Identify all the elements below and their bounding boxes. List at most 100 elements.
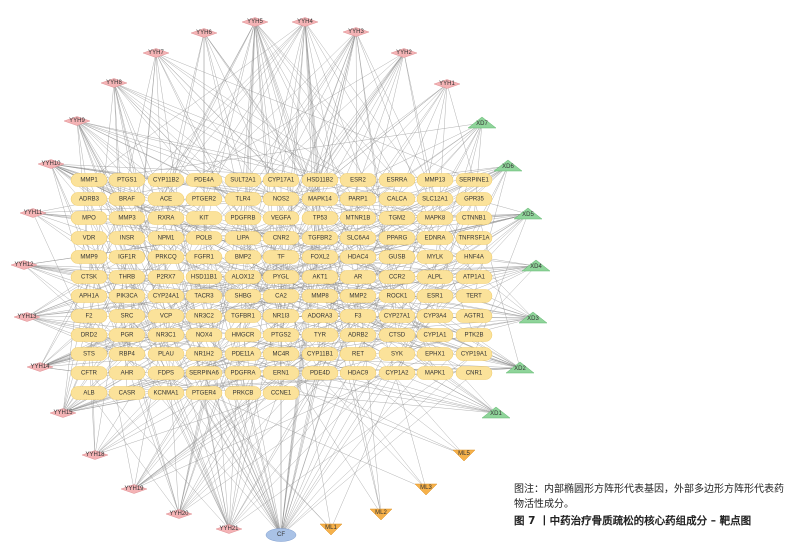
gene-node-ctsd[interactable]: CTSD	[378, 328, 416, 342]
gene-node-lipa[interactable]: LIPA	[224, 231, 262, 245]
gene-node-hnf4a[interactable]: HNF4A	[455, 250, 493, 264]
gene-node-ephx1[interactable]: EPHX1	[416, 347, 454, 361]
gene-node-rbp4[interactable]: RBP4	[108, 347, 146, 361]
gene-node-kcnma1[interactable]: KCNMA1	[147, 386, 185, 400]
gene-node-foxl2[interactable]: FOXL2	[301, 250, 339, 264]
gene-node-adora3[interactable]: ADORA3	[301, 309, 339, 323]
gene-node-alpl[interactable]: ALPL	[416, 270, 454, 284]
gene-node-src[interactable]: SRC	[108, 309, 146, 323]
gene-node-cftr[interactable]: CFTR	[70, 366, 108, 380]
compound-node-yyh11[interactable]: YYH11	[19, 208, 47, 218]
gene-node-ptk2b[interactable]: PTK2B	[455, 328, 493, 342]
gene-node-polb[interactable]: POLB	[185, 231, 223, 245]
gene-node-cyp24a1[interactable]: CYP24A1	[147, 289, 185, 303]
gene-node-hdac9[interactable]: HDAC9	[339, 366, 377, 380]
gene-node-mmp8[interactable]: MMP8	[301, 289, 339, 303]
gene-node-ccr2[interactable]: CCR2	[378, 270, 416, 284]
compound-node-ml2[interactable]: ML2	[369, 508, 393, 521]
compound-node-xd6[interactable]: XD6	[493, 159, 523, 172]
compound-node-xd4[interactable]: XD4	[521, 259, 551, 272]
gene-node-ctnnb1[interactable]: CTNNB1	[455, 211, 493, 225]
gene-node-tacr3[interactable]: TACR3	[185, 289, 223, 303]
compound-node-yyh7[interactable]: YYH7	[142, 48, 170, 58]
gene-node-ccne1[interactable]: CCNE1	[262, 386, 300, 400]
gene-node-gusb[interactable]: GUSB	[378, 250, 416, 264]
gene-node-pde11a[interactable]: PDE11A	[224, 347, 262, 361]
gene-node-f3[interactable]: F3	[339, 309, 377, 323]
gene-node-alox12[interactable]: ALOX12	[224, 270, 262, 284]
compound-node-yyh12[interactable]: YYH12	[10, 260, 38, 270]
gene-node-parp1[interactable]: PARP1	[339, 192, 377, 206]
gene-node-ar[interactable]: AR	[339, 270, 377, 284]
compound-node-ml3[interactable]: ML3	[414, 483, 438, 496]
gene-node-tnfrsf1a[interactable]: TNFRSF1A	[455, 231, 493, 245]
compound-node-yyh3[interactable]: YYH3	[342, 27, 370, 37]
compound-node-yyh18[interactable]: YYH18	[81, 450, 109, 460]
gene-node-pik3ca[interactable]: PIK3CA	[108, 289, 146, 303]
gene-node-agtr1[interactable]: AGTR1	[455, 309, 493, 323]
gene-node-nr1i3[interactable]: NR1I3	[262, 309, 300, 323]
compound-node-yyh19[interactable]: YYH19	[120, 484, 148, 494]
gene-node-ctsk[interactable]: CTSK	[70, 270, 108, 284]
gene-node-adrb2[interactable]: ADRB2	[339, 328, 377, 342]
compound-node-yyh8[interactable]: YYH8	[100, 78, 128, 88]
gene-node-f2[interactable]: F2	[70, 309, 108, 323]
gene-node-cyp1a2[interactable]: CYP1A2	[378, 366, 416, 380]
gene-node-syk[interactable]: SYK	[378, 347, 416, 361]
gene-node-mmp2[interactable]: MMP2	[339, 289, 377, 303]
gene-node-ednra[interactable]: EDNRA	[416, 231, 454, 245]
gene-node-mapk14[interactable]: MAPK14	[301, 192, 339, 206]
compound-node-xd2[interactable]: XD2	[505, 361, 535, 374]
gene-node-serpina6[interactable]: SERPINA6	[185, 366, 223, 380]
gene-node-tgfbr2[interactable]: TGFBR2	[301, 231, 339, 245]
gene-node-ptger2[interactable]: PTGER2	[185, 192, 223, 206]
gene-node-ern1[interactable]: ERN1	[262, 366, 300, 380]
gene-node-aph1a[interactable]: APH1A	[70, 289, 108, 303]
gene-node-vegfa[interactable]: VEGFA	[262, 211, 300, 225]
gene-node-pde4d[interactable]: PDE4D	[301, 366, 339, 380]
gene-node-hmgcr[interactable]: HMGCR	[224, 328, 262, 342]
gene-node-ace[interactable]: ACE	[147, 192, 185, 206]
gene-node-mc4r[interactable]: MC4R	[262, 347, 300, 361]
gene-node-esr1[interactable]: ESR1	[416, 289, 454, 303]
gene-node-tp53[interactable]: TP53	[301, 211, 339, 225]
gene-node-cyp19a1[interactable]: CYP19A1	[455, 347, 493, 361]
compound-node-xd3[interactable]: XD3	[518, 311, 548, 324]
gene-node-tgfbr1[interactable]: TGFBR1	[224, 309, 262, 323]
compound-node-cf[interactable]: CF	[265, 528, 297, 542]
gene-node-calca[interactable]: CALCA	[378, 192, 416, 206]
compound-node-yyh13[interactable]: YYH13	[13, 312, 41, 322]
gene-node-ahr[interactable]: AHR	[108, 366, 146, 380]
gene-node-rock1[interactable]: ROCK1	[378, 289, 416, 303]
gene-node-ptger4[interactable]: PTGER4	[185, 386, 223, 400]
gene-node-nos2[interactable]: NOS2	[262, 192, 300, 206]
gene-node-pgr[interactable]: PGR	[108, 328, 146, 342]
gene-node-sult2a1[interactable]: SULT2A1	[224, 173, 262, 187]
compound-node-yyh6[interactable]: YYH6	[190, 28, 218, 38]
gene-node-mmp13[interactable]: MMP13	[416, 173, 454, 187]
gene-node-tert[interactable]: TERT	[455, 289, 493, 303]
gene-node-nr3c2[interactable]: NR3C2	[185, 309, 223, 323]
gene-node-mpo[interactable]: MPO	[70, 211, 108, 225]
gene-node-ptgs2[interactable]: PTGS2	[262, 328, 300, 342]
gene-node-pde4a[interactable]: PDE4A	[185, 173, 223, 187]
compound-node-xd5[interactable]: XD5	[513, 207, 543, 220]
gene-node-npm1[interactable]: NPM1	[147, 231, 185, 245]
gene-node-slc6a4[interactable]: SLC6A4	[339, 231, 377, 245]
gene-node-mapk1[interactable]: MAPK1	[416, 366, 454, 380]
gene-node-ptgs1[interactable]: PTGS1	[108, 173, 146, 187]
gene-node-bmp2[interactable]: BMP2	[224, 250, 262, 264]
compound-node-ml5[interactable]: ML5	[452, 449, 476, 462]
compound-node-yyh21[interactable]: YYH21	[215, 524, 243, 534]
compound-node-yyh20[interactable]: YYH20	[165, 509, 193, 519]
gene-node-slc12a1[interactable]: SLC12A1	[416, 192, 454, 206]
gene-node-tlr4[interactable]: TLR4	[224, 192, 262, 206]
gene-node-akt1[interactable]: AKT1	[301, 270, 339, 284]
gene-node-drd2[interactable]: DRD2	[70, 328, 108, 342]
gene-node-cyp3a4[interactable]: CYP3A4	[416, 309, 454, 323]
gene-node-esrra[interactable]: ESRRA	[378, 173, 416, 187]
gene-node-nox4[interactable]: NOX4	[185, 328, 223, 342]
gene-node-esr2[interactable]: ESR2	[339, 173, 377, 187]
gene-node-pdgfrb[interactable]: PDGFRB	[224, 211, 262, 225]
compound-node-yyh5[interactable]: YYH5	[241, 17, 269, 27]
